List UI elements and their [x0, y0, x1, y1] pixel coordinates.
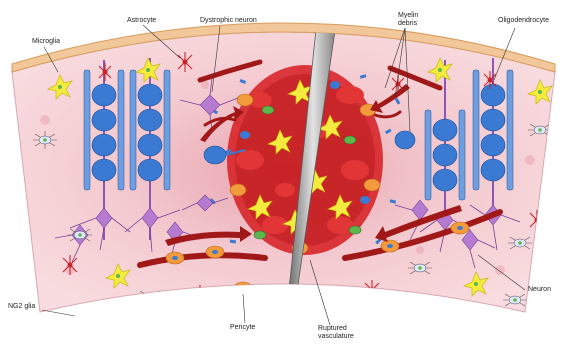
label-dystrophic-neuron: Dystrophic neuron [200, 17, 257, 25]
label-ruptured-vasculature: Ruptured vasculature [318, 325, 364, 341]
label-microglia: Microglia [32, 38, 60, 46]
label-oligodendrocyte: Oligodendrocyte [498, 17, 549, 25]
label-neuron: Neuron [528, 286, 551, 294]
label-astrocyte: Astrocyte [127, 17, 156, 25]
label-ng2-glia: NG2 glia [8, 303, 35, 311]
label-pericyte: Pericyte [230, 324, 255, 332]
label-myelin-debris: Myelin debris [398, 12, 428, 28]
